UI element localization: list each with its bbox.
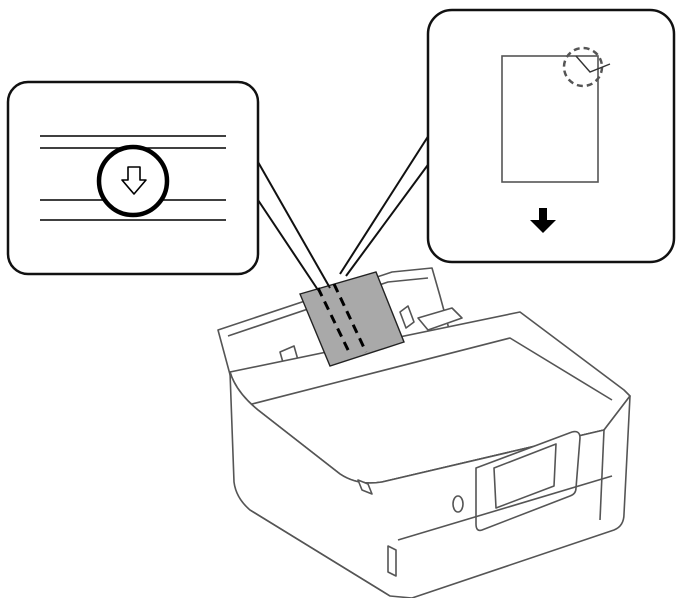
corner-fold-mark [575, 55, 611, 73]
callout-pointers [257, 123, 437, 291]
callout-left [6, 80, 260, 276]
front-bottom-edge [249, 509, 391, 597]
printer-top-cover-front-edge [251, 337, 613, 405]
power-button [452, 495, 464, 513]
paper-guide-dashed-line-2 [332, 283, 368, 353]
edge-guide-right [399, 305, 463, 331]
front-latch [357, 479, 373, 495]
highlight-circle [96, 144, 170, 218]
printer-body [229, 371, 631, 598]
printer-side-seam [599, 429, 605, 521]
lcd-screen [493, 443, 557, 509]
paper-sheet [299, 271, 405, 367]
control-panel [452, 430, 581, 532]
callout-right [426, 8, 676, 264]
paper-edge-lines [40, 135, 226, 221]
card-slot [387, 545, 397, 577]
output-tray-slot [397, 475, 613, 541]
down-arrow-in-circle-icon [121, 166, 147, 195]
printer [217, 267, 631, 598]
paper-guide-dashed-line-1 [316, 287, 352, 355]
paper-sheet-outline [501, 55, 599, 183]
down-arrow-icon [530, 208, 556, 233]
